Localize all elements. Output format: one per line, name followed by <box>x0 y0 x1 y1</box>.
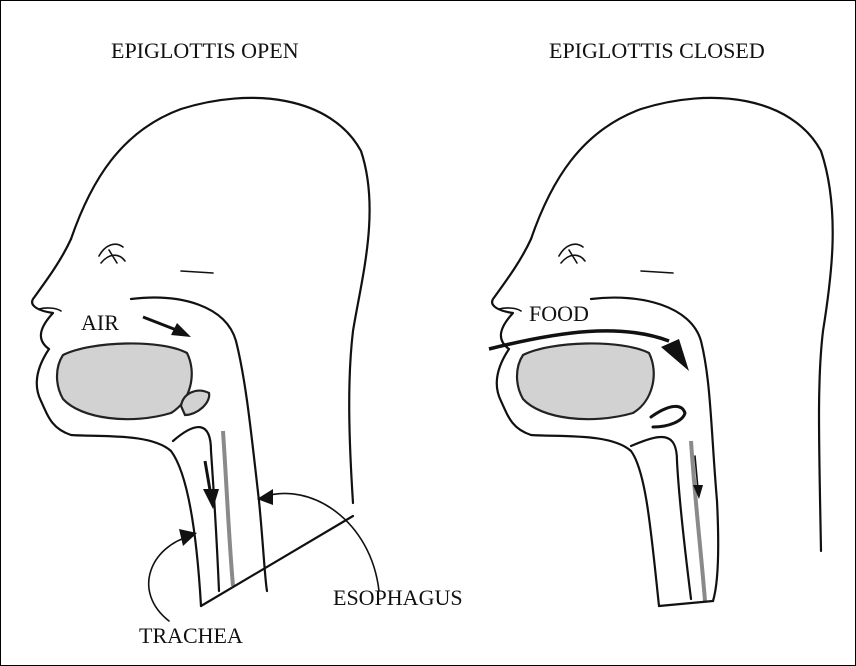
right-epiglottis <box>651 406 685 427</box>
air-label: AIR <box>81 310 119 335</box>
esophagus-pointer <box>257 489 379 591</box>
right-esophagus-line <box>691 441 705 601</box>
right-cheek-line <box>641 271 673 273</box>
right-pharynx-front <box>631 437 691 599</box>
left-trachea-down-arrow <box>203 461 219 509</box>
food-label: FOOD <box>529 301 589 326</box>
right-head-illustration <box>492 98 833 606</box>
left-neck-base <box>201 516 353 606</box>
left-pharynx <box>131 298 267 591</box>
left-pharynx-front <box>173 427 219 591</box>
right-tongue <box>517 343 654 419</box>
left-tongue <box>57 343 192 419</box>
right-face-profile <box>492 239 659 606</box>
left-panel-title: EPIGLOTTIS OPEN <box>111 38 299 63</box>
right-eye <box>559 244 585 263</box>
left-eye <box>99 244 125 263</box>
left-air-arrow <box>143 317 191 337</box>
left-head-illustration <box>32 98 370 606</box>
trachea-pointer <box>149 529 197 621</box>
right-panel-title: EPIGLOTTIS CLOSED <box>549 38 765 63</box>
left-esophagus-line <box>223 431 233 586</box>
left-cheek-line <box>181 271 213 273</box>
left-face-profile <box>32 239 201 606</box>
left-head-outline <box>71 98 370 503</box>
esophagus-label: ESOPHAGUS <box>333 585 463 610</box>
trachea-label: TRACHEA <box>139 623 243 648</box>
right-neck-base <box>659 601 713 606</box>
